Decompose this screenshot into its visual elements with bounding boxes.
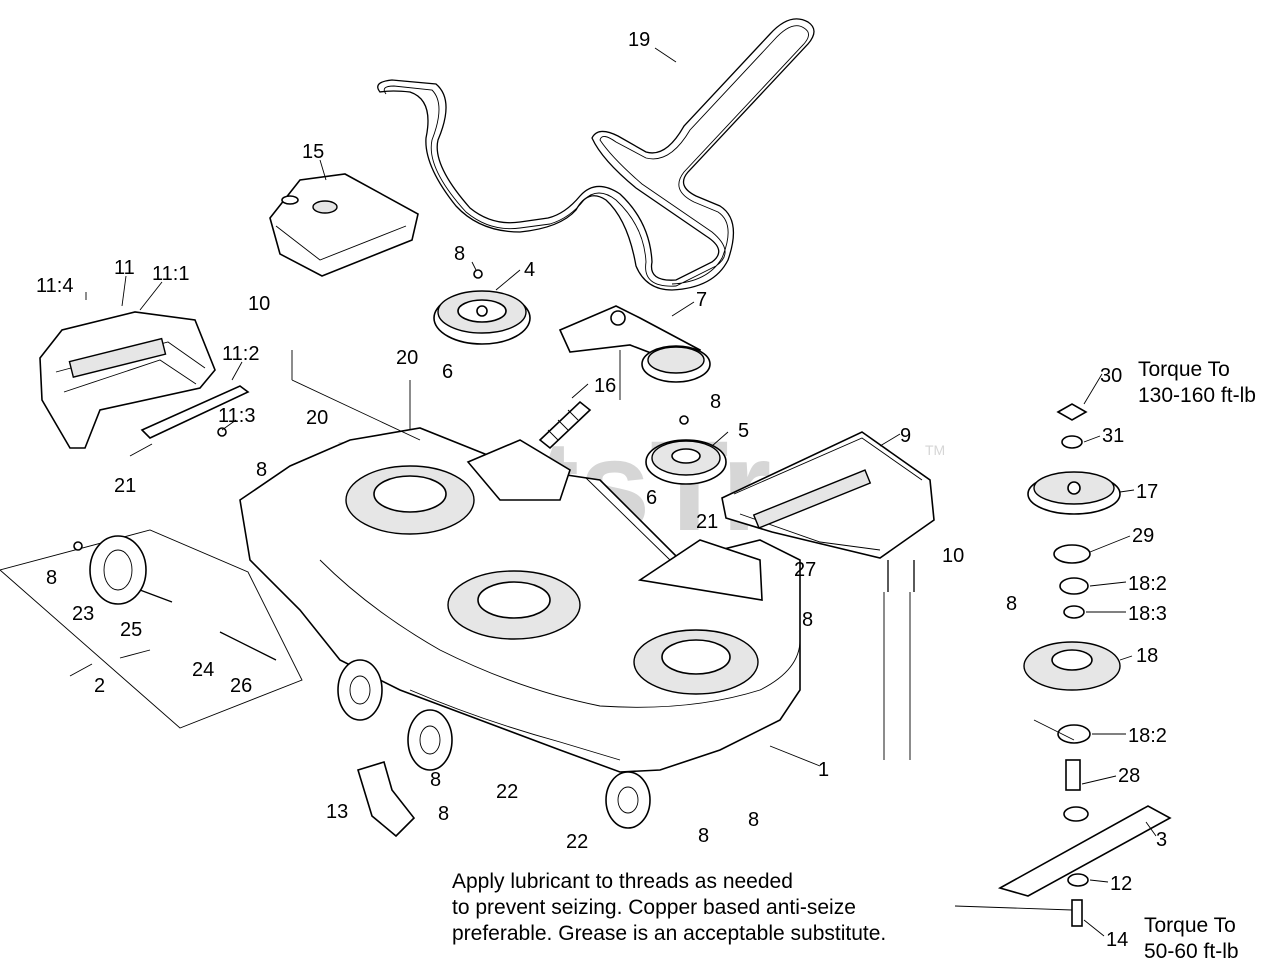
- callout-14: 14: [1106, 929, 1128, 951]
- idler-arm-assembly: [558, 305, 711, 383]
- callout-21-left: 21: [114, 475, 136, 497]
- torque-bottom-line1: Torque To: [1144, 914, 1236, 937]
- callout-16: 16: [594, 375, 616, 397]
- mower-deck: [239, 427, 801, 773]
- left-deck-cover: [39, 311, 216, 449]
- torque-spec-top: Torque To 130-160 ft-lb: [1138, 358, 1256, 407]
- callout-4: 4: [524, 259, 535, 281]
- callout-8-roller: 8: [46, 567, 57, 589]
- torque-bottom-line2: 50-60 ft-lb: [1144, 940, 1239, 963]
- callout-24: 24: [192, 659, 214, 681]
- tension-spring: [538, 400, 592, 450]
- spindle-stack: [954, 403, 1172, 927]
- anti-scalp-roller-kit: [0, 529, 303, 729]
- belt-cover: [269, 173, 419, 277]
- callout-8-bottom-a: 8: [698, 825, 709, 847]
- note-line2: to prevent seizing. Copper based anti-se…: [452, 896, 856, 919]
- callout-20-upper: 20: [396, 347, 418, 369]
- callout-5: 5: [738, 420, 749, 442]
- callout-18: 18: [1136, 645, 1158, 667]
- callout-28: 28: [1118, 765, 1140, 787]
- callout-8-center: 8: [710, 391, 721, 413]
- leader-lines: [69, 47, 1157, 937]
- discharge-deflector: [357, 760, 416, 838]
- callout-8-top: 8: [454, 243, 465, 265]
- callout-23: 23: [72, 603, 94, 625]
- callout-11-3: 11:3: [218, 405, 255, 427]
- callout-6-upper: 6: [442, 361, 453, 383]
- right-deck-cover: [721, 431, 935, 559]
- spindle-pulley-center: [645, 415, 727, 485]
- callout-2: 2: [94, 675, 105, 697]
- callout-8-bottom-b: 8: [748, 809, 759, 831]
- callout-21-right: 21: [696, 511, 718, 533]
- callout-12: 12: [1110, 873, 1132, 895]
- note-line1: Apply lubricant to threads as needed: [452, 870, 793, 893]
- callout-8-deflector-top: 8: [430, 769, 441, 791]
- callout-18-3: 18:3: [1128, 603, 1167, 625]
- callout-18-2-lower: 18:2: [1128, 725, 1167, 747]
- callout-8-left: 8: [256, 459, 267, 481]
- callout-18-2-upper: 18:2: [1128, 573, 1167, 595]
- callout-20-lower: 20: [306, 407, 328, 429]
- callout-1: 1: [818, 759, 829, 781]
- callout-10-right: 10: [942, 545, 964, 567]
- torque-top-line1: Torque To: [1138, 358, 1230, 381]
- pin-right: [887, 560, 915, 592]
- lubricant-note: Apply lubricant to threads as needed to …: [452, 870, 886, 945]
- callout-7: 7: [696, 289, 707, 311]
- callout-22-bottom: 22: [566, 831, 588, 853]
- callout-17: 17: [1136, 481, 1158, 503]
- callout-10-left: 10: [248, 293, 270, 315]
- note-line3: preferable. Grease is an acceptable subs…: [452, 922, 886, 945]
- callout-11: 11: [114, 257, 135, 279]
- callout-19: 19: [628, 29, 650, 51]
- callout-6-lower: 6: [646, 487, 657, 509]
- callout-11-1: 11:1: [152, 263, 189, 285]
- callout-8-spindle: 8: [1006, 593, 1017, 615]
- callout-8-deflector-bottom: 8: [438, 803, 449, 825]
- callout-27: 27: [794, 559, 816, 581]
- assembly-guide-lines: [291, 350, 1075, 760]
- callout-11-2: 11:2: [222, 343, 259, 365]
- callout-25: 25: [120, 619, 142, 641]
- torque-spec-bottom: Torque To 50-60 ft-lb: [1144, 914, 1239, 963]
- drive-belt: [377, 18, 815, 291]
- callout-22-center: 22: [496, 781, 518, 803]
- callout-13: 13: [326, 801, 348, 823]
- callout-30: 30: [1100, 365, 1122, 387]
- deck-wheels: [337, 659, 651, 829]
- callout-8-right: 8: [802, 609, 813, 631]
- callout-29: 29: [1132, 525, 1154, 547]
- callout-3: 3: [1156, 829, 1167, 851]
- callout-9: 9: [900, 425, 911, 447]
- callout-labels: 19 15 11:4 11 11:1 10 8 4 7 11:2 20 6 16…: [36, 29, 1167, 951]
- callout-15: 15: [302, 141, 324, 163]
- callout-26: 26: [230, 675, 252, 697]
- idler-pulley: [433, 269, 531, 345]
- watermark-trademark: TM: [925, 442, 945, 458]
- torque-top-line2: 130-160 ft-lb: [1138, 384, 1256, 407]
- callout-31: 31: [1102, 425, 1124, 447]
- cover-bracket: [129, 385, 250, 457]
- callout-11-4: 11:4: [36, 275, 73, 297]
